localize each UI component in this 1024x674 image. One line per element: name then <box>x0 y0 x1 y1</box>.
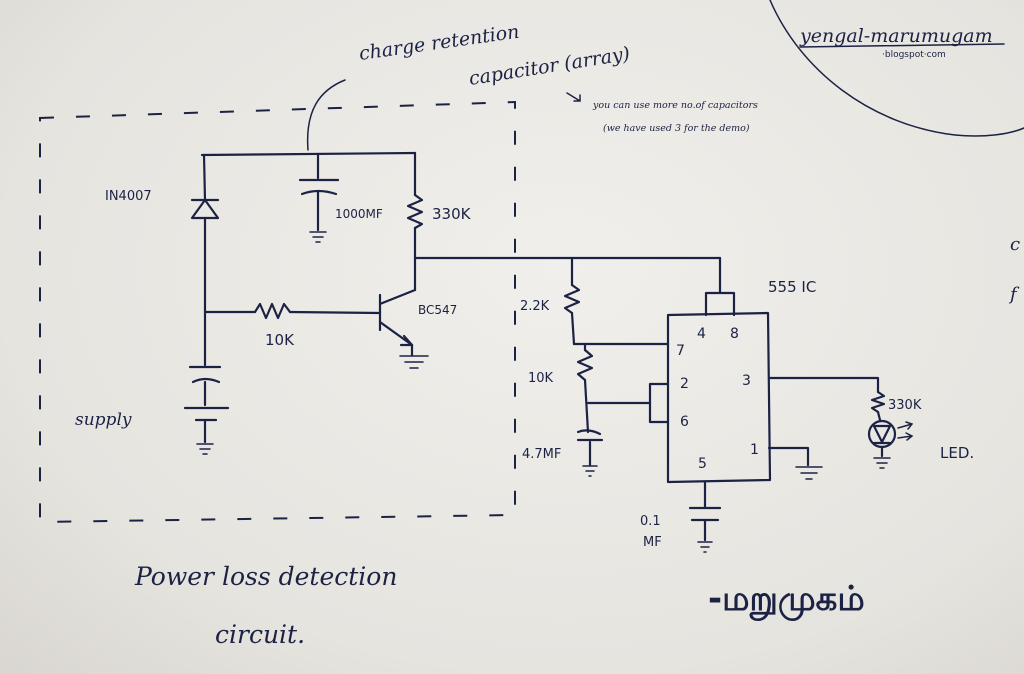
pin-8-label: 8 <box>730 326 739 342</box>
capacitor-0-1uf-symbol <box>688 506 722 542</box>
note-arrow <box>566 92 581 102</box>
resistor-10k-base-label: 10K <box>265 331 295 349</box>
ground-symbol <box>196 443 214 455</box>
diode-label: IN4007 <box>105 189 152 204</box>
transistor-bc547-symbol <box>378 288 417 347</box>
resistor-330k-led-label: 330K <box>888 398 922 413</box>
annotation-charge-retention: charge retention <box>358 21 521 65</box>
output-wire <box>767 376 880 394</box>
pin4-pin8-wire <box>704 256 736 317</box>
pin-7-label: 7 <box>676 343 685 359</box>
capacitor-0-1uf-value: 0.1 <box>640 514 661 529</box>
annotation-note-line2: (we have used 3 for the demo) <box>603 123 750 134</box>
resistor-2-2k-label: 2.2K <box>520 299 550 314</box>
blog-underline <box>799 43 1005 48</box>
pin-5-label: 5 <box>698 456 707 472</box>
ground-symbol <box>582 465 598 477</box>
annotation-arrow <box>306 79 346 151</box>
caption-line1: Power loss detection <box>134 562 397 591</box>
ground-symbol <box>697 541 713 553</box>
capacitor-4-7uf-symbol <box>576 429 604 467</box>
resistor-330k-label: 330K <box>432 205 472 223</box>
capacitor-1000mf-label: 1000MF <box>335 207 383 221</box>
resistor-10k-timer-symbol <box>576 348 594 382</box>
pin-3-label: 3 <box>742 373 751 389</box>
resistor-330k-symbol <box>406 193 424 230</box>
led-symbol <box>867 419 914 458</box>
top-rail-wire <box>200 151 417 157</box>
supply-label: supply <box>75 410 132 430</box>
capacitor-1000mf-symbol <box>298 178 340 196</box>
led-label: LED. <box>940 444 974 462</box>
resistor-330k-led-symbol <box>870 390 886 414</box>
ic-555-label: 555 IC <box>768 278 816 296</box>
resistor-10k-base-symbol <box>253 302 292 320</box>
annotation-note-line1: you can use more no.of capacitors <box>592 100 758 111</box>
capacitor-4-7uf-label: 4.7MF <box>522 447 561 462</box>
edge-letter-top: c <box>1010 234 1020 255</box>
blog-circle <box>769 0 1024 137</box>
ground-symbol <box>795 466 823 480</box>
capacitor-0-1uf-unit: MF <box>643 535 662 550</box>
signature: -மறுமுகம் <box>708 579 865 621</box>
ground-symbol <box>309 231 327 243</box>
edge-letter-bottom: f <box>1008 284 1020 305</box>
pin-4-label: 4 <box>697 326 706 342</box>
blog-domain: ·blogspot·com <box>882 50 946 60</box>
transistor-label: BC547 <box>418 303 457 317</box>
caption-line2: circuit. <box>215 620 305 649</box>
blog-name: yengal-marumugam <box>799 25 993 47</box>
pin-2-label: 2 <box>680 376 689 392</box>
pin-6-label: 6 <box>680 414 689 430</box>
annotation-capacitor-array: capacitor (array) <box>467 43 631 90</box>
ground-symbol <box>399 355 429 369</box>
pin-1-label: 1 <box>750 442 759 458</box>
ground-symbol <box>873 457 891 469</box>
resistor-2-2k-symbol <box>563 283 581 315</box>
supply-symbol <box>183 365 230 444</box>
diode-symbol <box>190 198 220 220</box>
resistor-10k-timer-label: 10K <box>528 371 554 386</box>
